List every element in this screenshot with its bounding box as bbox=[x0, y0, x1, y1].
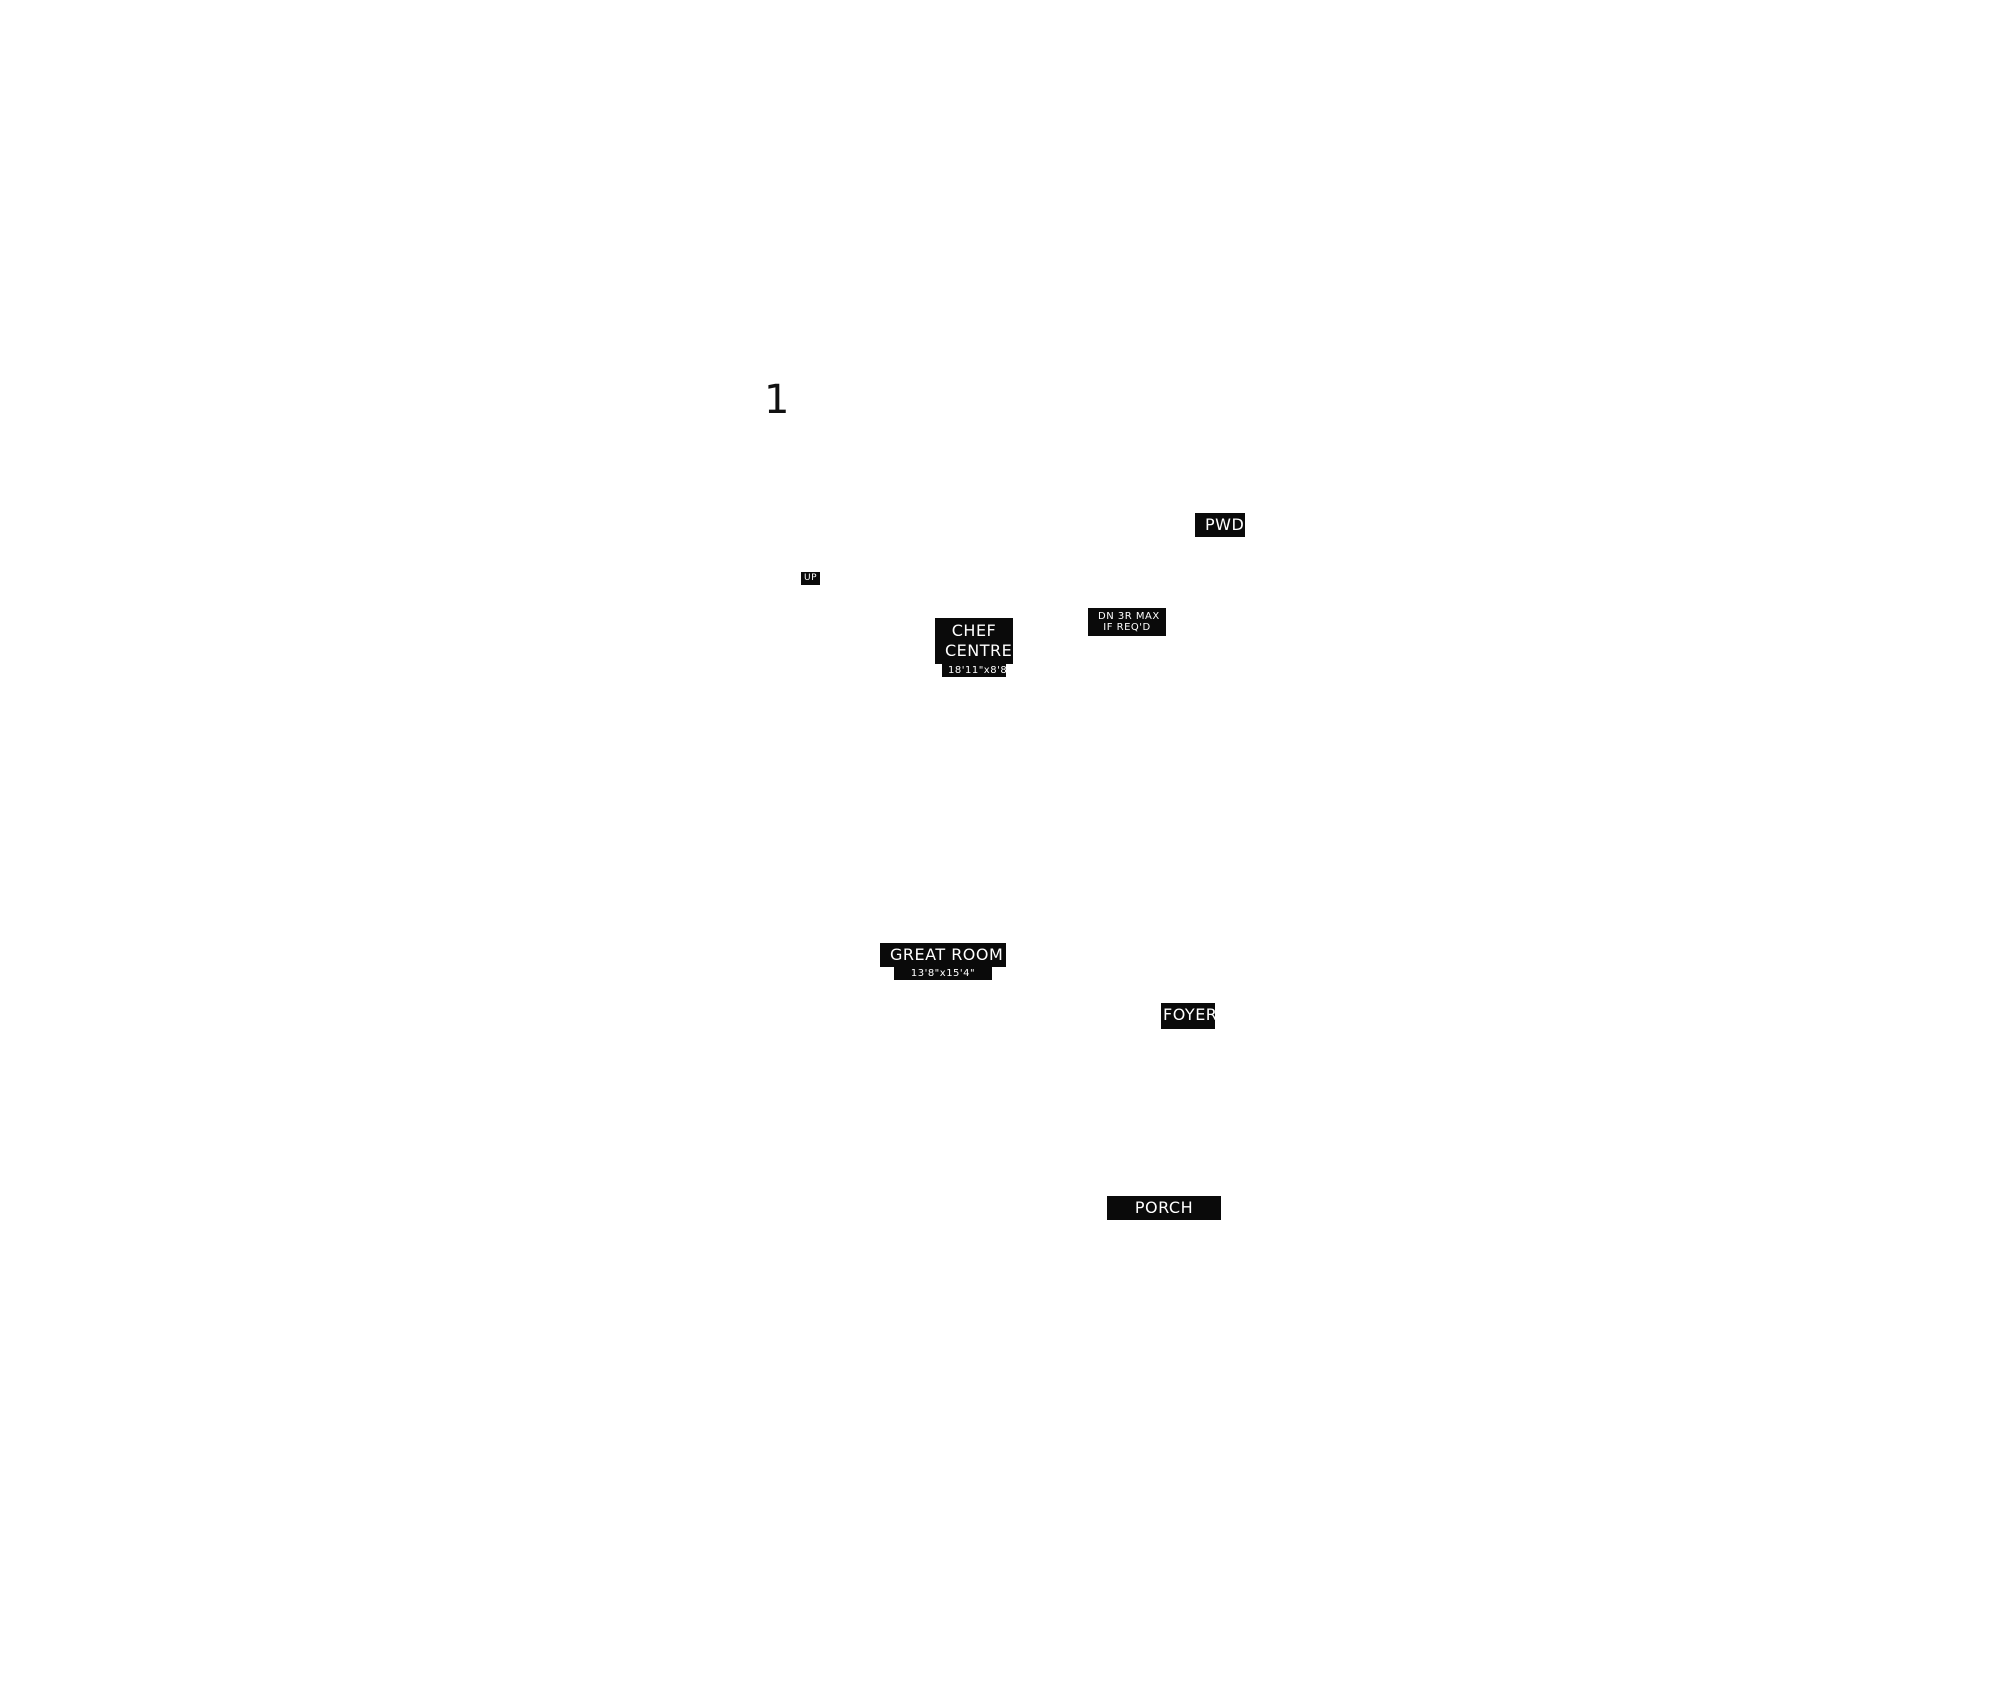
stair-down-line2: IF REQ'D bbox=[1103, 622, 1151, 633]
chef-centre-line1: CHEF bbox=[951, 621, 997, 640]
room-label-great-room: GREAT ROOM 13'8"x15'4" bbox=[880, 943, 1006, 980]
stair-label-down: DN 3R MAX IF REQ'D bbox=[1088, 608, 1166, 636]
room-label-powder: PWD. bbox=[1195, 513, 1249, 537]
stair-up-text: UP bbox=[801, 572, 821, 585]
stair-down-note: DN 3R MAX IF REQ'D bbox=[1088, 608, 1166, 636]
plan-number: 1 bbox=[764, 377, 790, 423]
room-label-chef-centre: CHEF CENTRE 18'11"x8'8" bbox=[935, 618, 1013, 677]
room-label-foyer: FOYER bbox=[1161, 1003, 1217, 1029]
room-dimensions-great-room: 13'8"x15'4" bbox=[894, 967, 992, 980]
room-name-porch: PORCH bbox=[1107, 1196, 1221, 1220]
stair-down-line1: DN 3R MAX bbox=[1098, 611, 1160, 622]
chef-centre-line2: CENTRE bbox=[945, 641, 1013, 660]
room-name-great-room: GREAT ROOM bbox=[880, 943, 1006, 967]
room-name-powder: PWD. bbox=[1195, 513, 1249, 537]
stair-label-up: UP bbox=[801, 572, 821, 585]
room-label-porch: PORCH bbox=[1107, 1196, 1221, 1220]
room-name-chef-centre: CHEF CENTRE bbox=[935, 618, 1013, 664]
room-dimensions-chef-centre: 18'11"x8'8" bbox=[942, 664, 1012, 677]
room-name-foyer: FOYER bbox=[1161, 1003, 1217, 1029]
